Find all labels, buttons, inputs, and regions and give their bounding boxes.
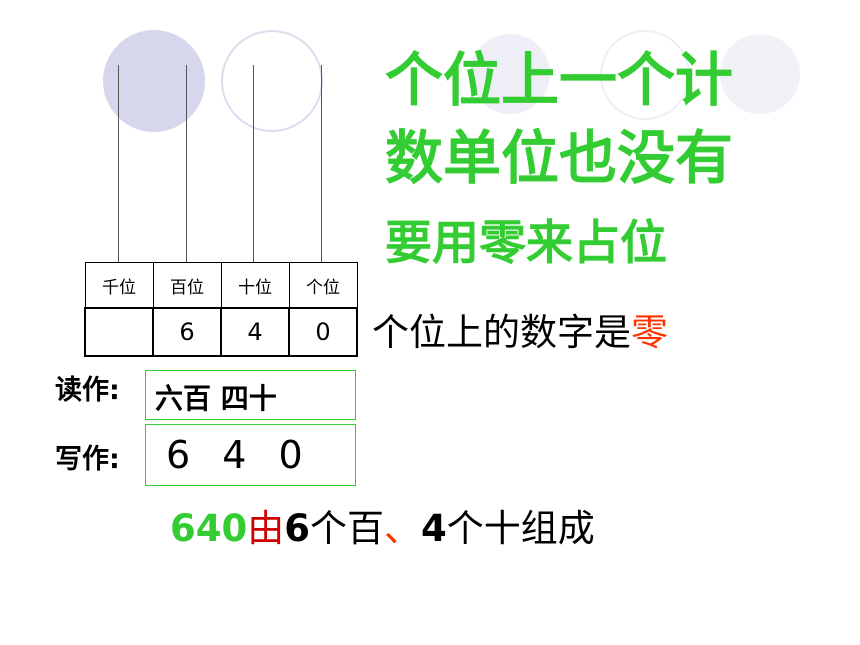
abacus-rod-hundreds	[186, 65, 187, 262]
abacus-rod-tens	[253, 65, 254, 262]
headline-line-3: 要用零来占位	[385, 216, 667, 271]
read-as-value: 六百 四十	[155, 382, 277, 415]
ones-place-note-highlight: 零	[631, 311, 668, 354]
write-as-label: 写作:	[55, 437, 120, 476]
place-value-table: 千位 百位 十位 个位 6 4 0	[84, 262, 358, 357]
read-as-colon: :	[109, 375, 120, 406]
composition-sentence: 640由6个百、4个十组成	[170, 502, 595, 556]
composition-number: 640	[170, 507, 248, 550]
digit-hundreds: 6	[152, 307, 222, 357]
read-as-label-text: 读作	[55, 375, 109, 406]
header-tens: 十位	[220, 262, 290, 309]
read-as-box: 六百 四十	[145, 370, 356, 420]
decorative-circle-faint-2	[600, 30, 690, 120]
digit-thousands	[84, 307, 154, 357]
header-thousands: 千位	[84, 262, 154, 309]
place-value-header-row: 千位 百位 十位 个位	[84, 262, 358, 309]
abacus-rod-ones	[321, 65, 322, 262]
composition-tens-digit: 4	[420, 507, 447, 550]
digit-ones: 0	[288, 307, 358, 357]
write-as-colon: :	[109, 444, 120, 475]
composition-hundreds-text: 个百	[309, 507, 384, 550]
write-as-label-text: 写作	[55, 444, 109, 475]
write-as-value: 6 4 0	[166, 433, 313, 477]
decorative-circle-faint-1	[470, 34, 550, 114]
composition-tens-text: 个十组成	[446, 507, 595, 550]
decorative-circle-faint-3	[720, 34, 800, 114]
read-as-label: 读作:	[55, 368, 120, 407]
write-as-box: 6 4 0	[145, 424, 356, 486]
ones-place-note-text: 个位上的数字是	[372, 311, 631, 354]
composition-hundreds-digit: 6	[284, 507, 310, 550]
digit-tens: 4	[220, 307, 290, 357]
composition-separator: 、	[383, 507, 421, 550]
decorative-circle-filled	[103, 30, 205, 132]
composition-connector: 由	[247, 507, 285, 550]
decorative-circle-outline	[221, 30, 323, 132]
headline-line-1: 个位上一个计	[385, 46, 734, 114]
ones-place-note: 个位上的数字是零	[372, 308, 668, 358]
headline-line-2: 数单位也没有	[385, 124, 734, 192]
place-value-digit-row: 6 4 0	[84, 307, 358, 357]
header-ones: 个位	[288, 262, 358, 309]
header-hundreds: 百位	[152, 262, 222, 309]
abacus-rod-thousands	[118, 65, 119, 262]
